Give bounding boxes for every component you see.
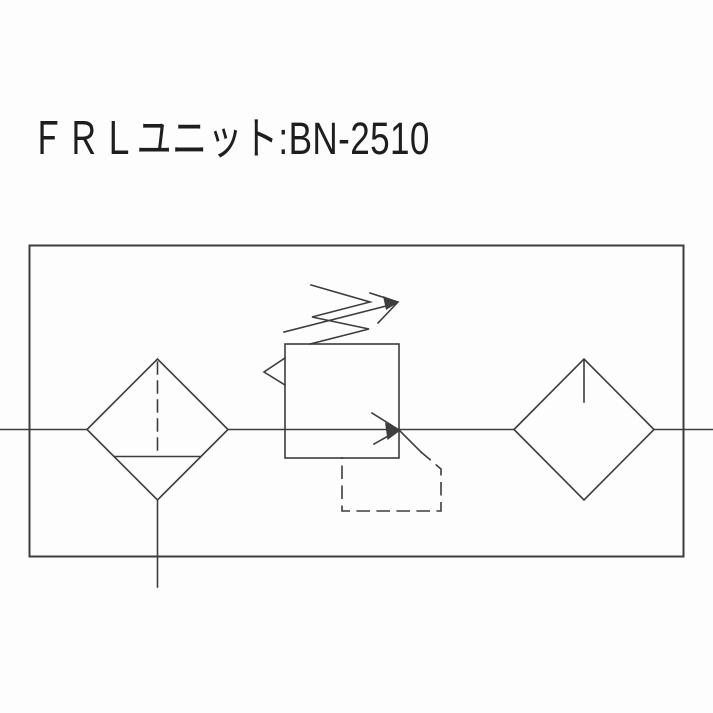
pilot-line-dashed-loop [341, 450, 442, 512]
page-title: ＦＲＬユニット:BN-2510 [30, 113, 430, 164]
regulator-body [284, 343, 400, 459]
adjustment-arrow-tip [383, 296, 399, 310]
pilot-line-start [397, 428, 423, 454]
spring-icon [309, 284, 374, 345]
lubricator-diamond [512, 357, 656, 502]
filter-symbol [85, 357, 230, 588]
diagram-strokes [0, 244, 713, 588]
lubricator-symbol [512, 357, 656, 502]
regulator-symbol [262, 284, 442, 512]
relief-vent-icon [262, 356, 287, 387]
enclosure-box [28, 244, 685, 558]
filter-diamond [85, 357, 230, 502]
outlet-arrow-tip [385, 422, 401, 440]
adjustment-arrow-shaft [283, 303, 395, 333]
